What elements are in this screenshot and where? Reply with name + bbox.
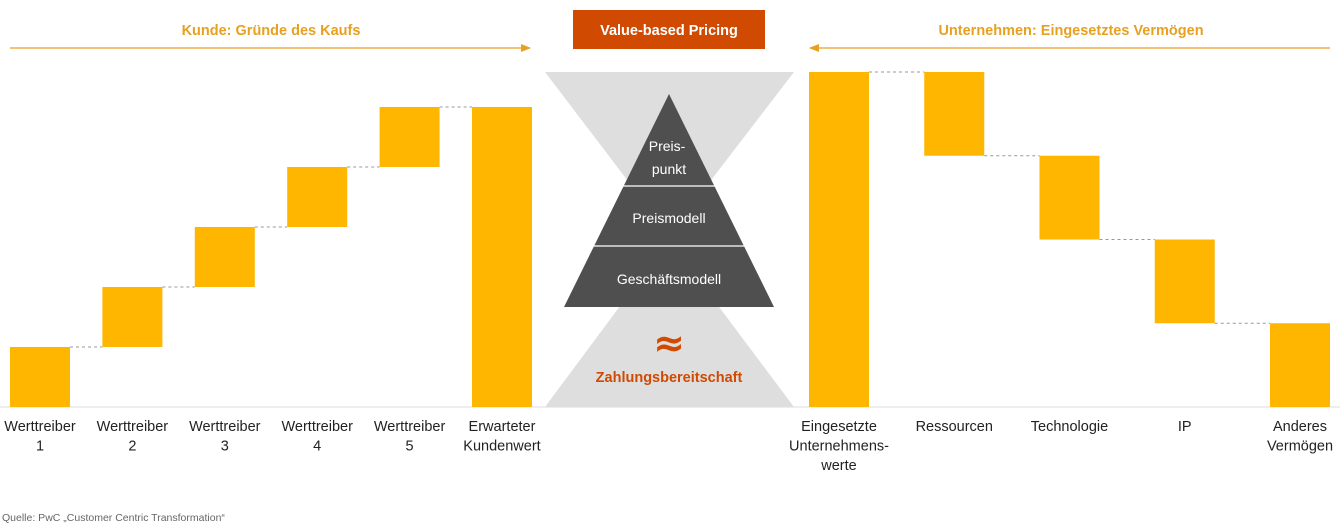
left-category-label-2-line-1: Werttreiber bbox=[97, 419, 169, 435]
right-bar-4 bbox=[1154, 239, 1215, 324]
left-bar-2 bbox=[102, 287, 163, 347]
right-category-label-2: Ressourcen bbox=[916, 419, 993, 435]
right-category-label-4-line-1: IP bbox=[1178, 419, 1192, 435]
left-category-label-2: Werttreiber 2 bbox=[97, 419, 169, 455]
pyramid-level-top-line-2: punkt bbox=[652, 161, 686, 177]
right-header: Unternehmen: Eingesetztes Vermögen bbox=[938, 23, 1203, 39]
right-category-label-5-line-2: Vermögen bbox=[1267, 439, 1333, 455]
left-bar-1 bbox=[10, 347, 70, 407]
right-category-label-5-line-1: Anderes bbox=[1273, 419, 1327, 435]
left-bar-5 bbox=[379, 107, 440, 167]
left-category-label-3: Werttreiber 3 bbox=[189, 419, 261, 455]
approx-symbol: ≈ bbox=[653, 321, 685, 365]
left-bar-6 bbox=[472, 107, 532, 407]
pyramid-level-top: Preis- punkt bbox=[649, 138, 689, 177]
right-category-label-1-line-1: Eingesetzte bbox=[801, 419, 877, 435]
left-bar-3 bbox=[194, 227, 255, 287]
center-header-box bbox=[573, 10, 765, 49]
left-category-label-5-line-2: 5 bbox=[406, 439, 414, 455]
left-category-label-3-line-2: 3 bbox=[221, 439, 229, 455]
left-category-label-5-line-1: Werttreiber bbox=[374, 419, 446, 435]
right-category-label-3: Technologie bbox=[1031, 419, 1108, 435]
right-category-label-1-line-3: werte bbox=[820, 458, 856, 474]
pyramid-level-bottom: Geschäftsmodell bbox=[617, 271, 721, 287]
left-category-label-6-line-2: Kundenwert bbox=[463, 439, 540, 455]
left-category-label-4-line-1: Werttreiber bbox=[281, 419, 353, 435]
pyramid-shape bbox=[564, 94, 774, 307]
left-category-label-1-line-1: Werttreiber bbox=[4, 419, 76, 435]
right-category-label-4: IP bbox=[1178, 419, 1192, 435]
left-category-label-2-line-2: 2 bbox=[128, 439, 136, 455]
left-header: Kunde: Gründe des Kaufs bbox=[182, 23, 361, 39]
left-category-label-4-line-2: 4 bbox=[313, 439, 321, 455]
willingness-to-pay-label: Zahlungsbereitschaft bbox=[596, 370, 743, 386]
pyramid: Preis- punkt Preismodell Geschäftsmodell bbox=[564, 94, 774, 307]
left-bar-4 bbox=[287, 167, 348, 227]
left-category-label-1: Werttreiber 1 bbox=[4, 419, 76, 455]
pyramid-level-top-line-1: Preis- bbox=[649, 138, 686, 154]
right-bar-5 bbox=[1270, 323, 1330, 407]
center-header: Value-based Pricing bbox=[600, 23, 738, 39]
right-bar-1 bbox=[809, 72, 869, 407]
left-category-label-1-line-2: 1 bbox=[36, 439, 44, 455]
right-bar-2 bbox=[924, 72, 985, 156]
right-category-label-3-line-1: Technologie bbox=[1031, 419, 1108, 435]
right-category-label-1-line-2: Unternehmens- bbox=[789, 439, 889, 455]
funnel-bottom-shape bbox=[545, 240, 794, 407]
left-category-label-3-line-1: Werttreiber bbox=[189, 419, 261, 435]
right-category-label-2-line-1: Ressourcen bbox=[916, 419, 993, 435]
right-bar-3 bbox=[1039, 155, 1100, 240]
left-category-label-6-line-1: Erwarteter bbox=[469, 419, 536, 435]
left-category-label-5: Werttreiber 5 bbox=[374, 419, 446, 455]
left-category-label-4: Werttreiber 4 bbox=[281, 419, 353, 455]
source-note: Quelle: PwC „Customer Centric Transforma… bbox=[2, 512, 225, 524]
pyramid-level-middle: Preismodell bbox=[632, 210, 705, 226]
